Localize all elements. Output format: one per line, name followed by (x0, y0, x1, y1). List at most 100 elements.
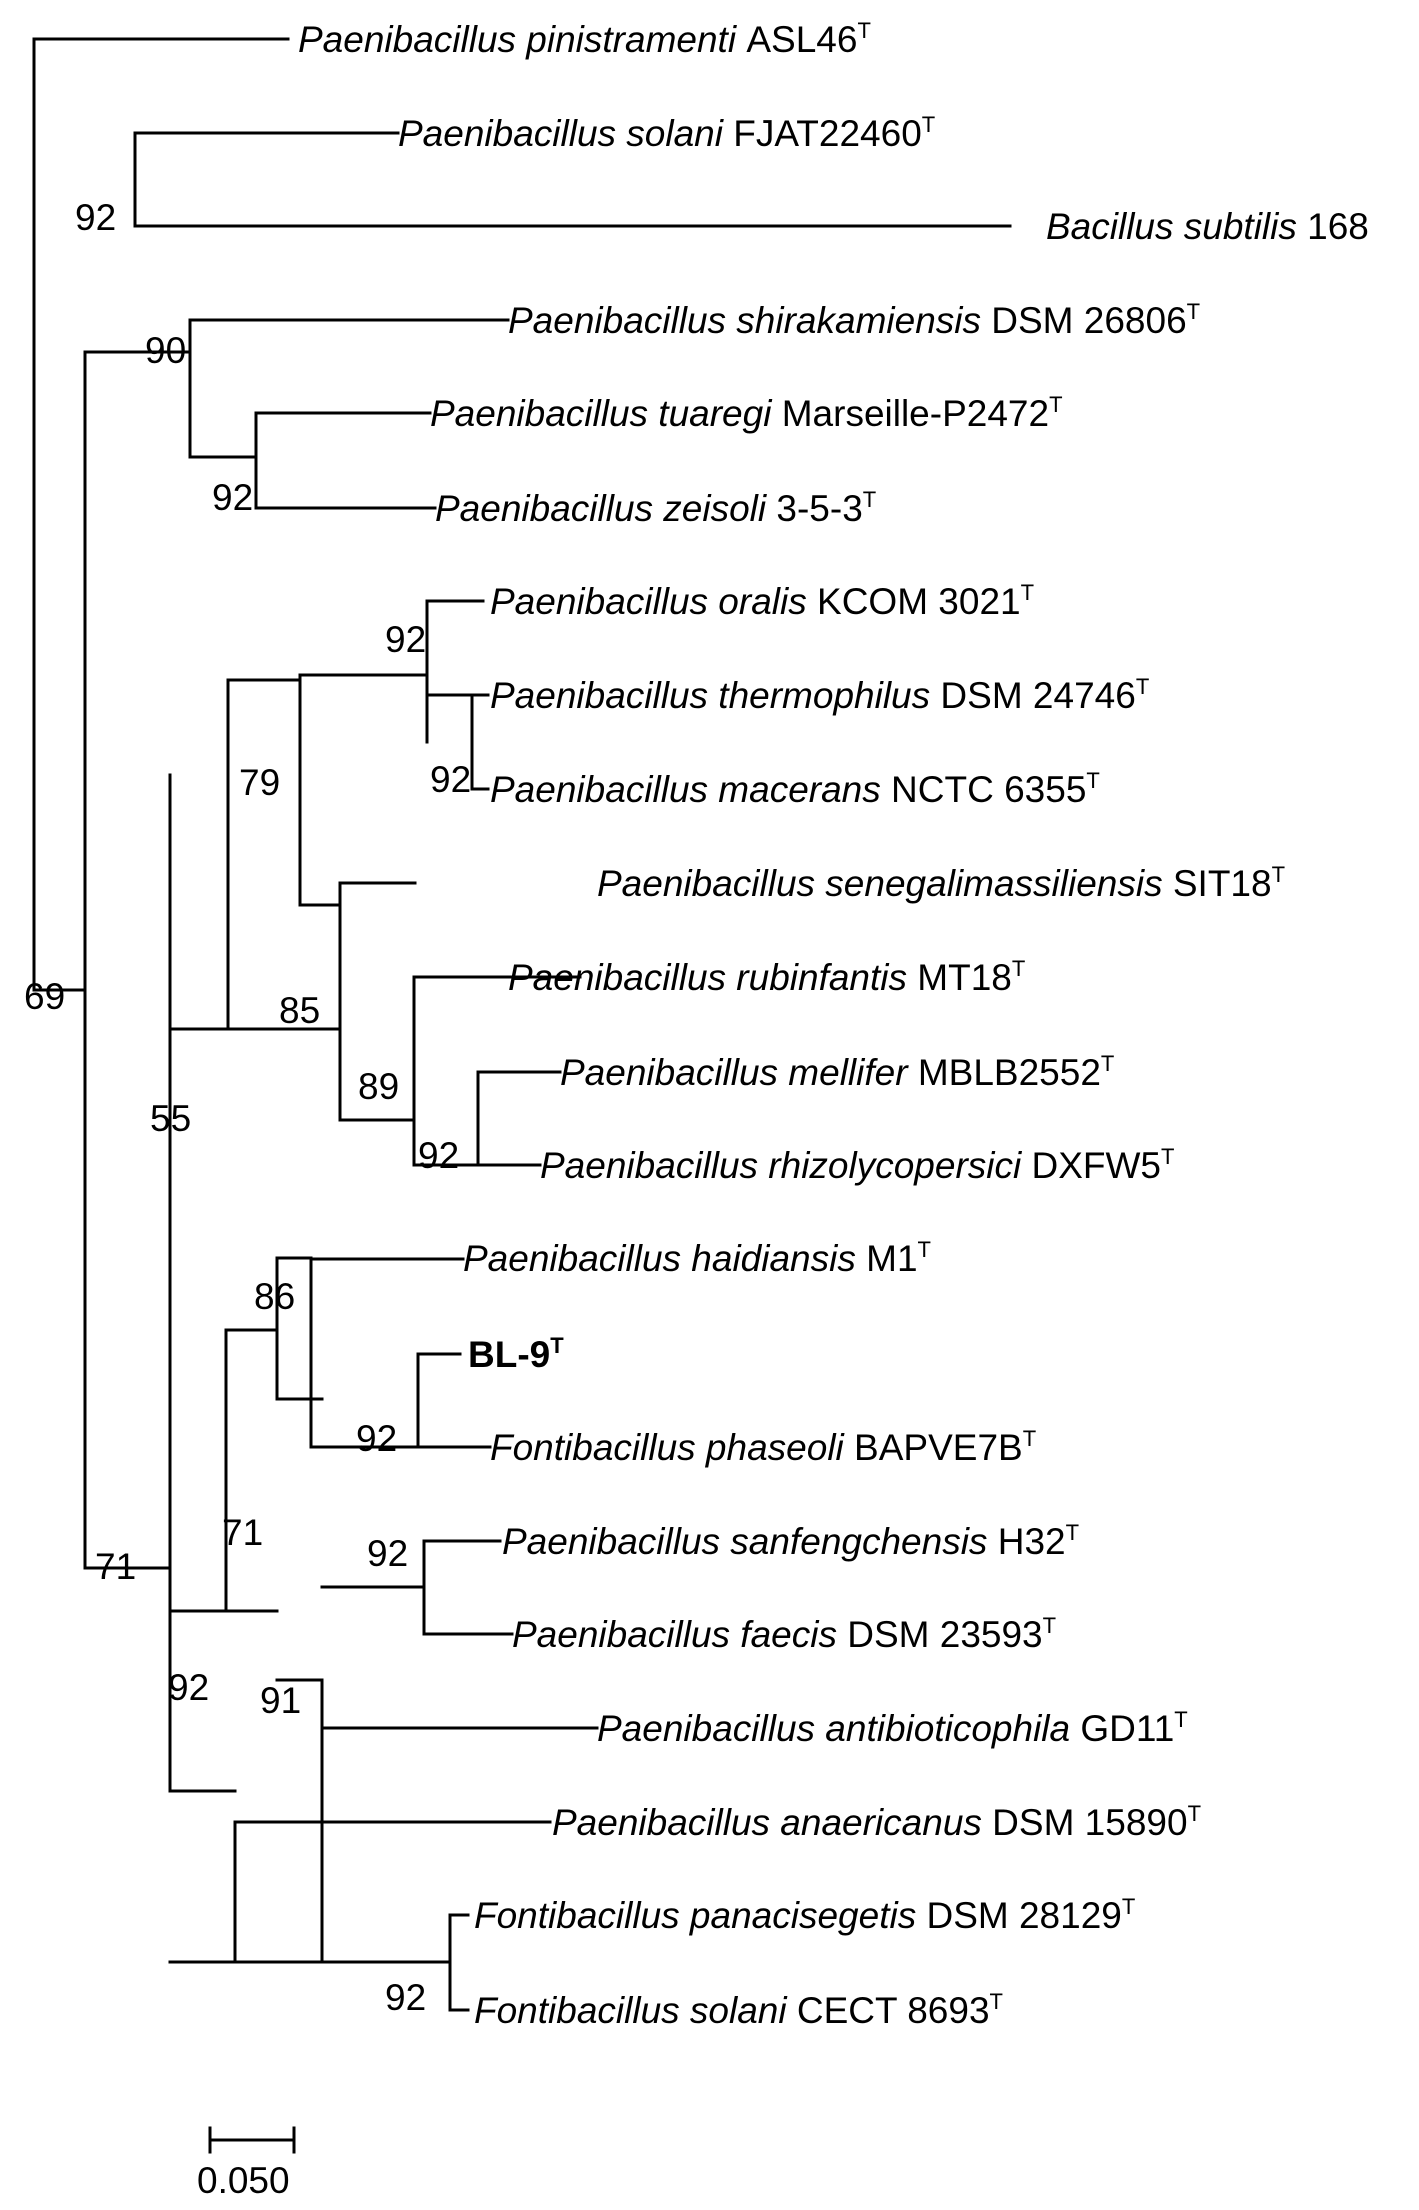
taxon-label: Paenibacillus oralis KCOM 3021T (490, 580, 1034, 622)
taxon-strain: CECT 8693 (797, 1990, 990, 2031)
taxon-strain: M1 (866, 1238, 917, 1279)
taxon-label: Paenibacillus thermophilus DSM 24746T (490, 674, 1149, 716)
bootstrap-value: 86 (254, 1276, 295, 1317)
taxon-strain: 168 (1307, 206, 1369, 247)
bootstrap-value: 92 (418, 1135, 459, 1176)
taxon-label: Paenibacillus faecis DSM 23593T (512, 1613, 1056, 1655)
taxon-label: Paenibacillus senegalimassiliensis SIT18… (597, 862, 1285, 904)
taxon-species-name: Paenibacillus solani (398, 113, 733, 154)
type-strain-marker: T (1066, 1520, 1079, 1545)
tree-branches (32, 37, 1012, 2012)
taxon-label: Fontibacillus panacisegetis DSM 28129T (474, 1894, 1135, 1936)
taxon-species-name: Fontibacillus panacisegetis (474, 1895, 926, 1936)
taxon-label: Paenibacillus zeisoli 3-5-3T (435, 487, 876, 529)
type-strain-marker: T (1043, 1613, 1056, 1638)
bootstrap-value: 92 (385, 1977, 426, 2018)
taxon-species-name: Paenibacillus anaericanus (552, 1802, 992, 1843)
type-strain-marker: T (1023, 1426, 1036, 1451)
type-strain-marker: T (1188, 1801, 1201, 1826)
scale-bar-label: 0.050 (197, 2160, 290, 2201)
taxon-strain: FJAT22460 (733, 113, 922, 154)
taxon-strain: MT18 (917, 957, 1012, 998)
taxon-strain: MBLB2552 (918, 1052, 1101, 1093)
taxon-strain: DSM 26806 (991, 300, 1186, 341)
taxon-strain: DSM 28129 (926, 1895, 1121, 1936)
taxon-strain: 3-5-3 (776, 488, 862, 529)
type-strain-marker: T (1021, 580, 1034, 605)
bootstrap-value: 55 (150, 1098, 191, 1139)
type-strain-marker: T (1174, 1707, 1187, 1732)
taxon-label: BL-9T (468, 1333, 564, 1375)
type-strain-marker: T (1122, 1894, 1135, 1919)
bootstrap-value: 90 (145, 330, 186, 371)
type-strain-marker: T (1161, 1144, 1174, 1169)
taxon-label: Bacillus subtilis 168 (1046, 206, 1369, 247)
type-strain-marker: T (1012, 956, 1025, 981)
bootstrap-value: 71 (222, 1512, 263, 1553)
taxon-label: Fontibacillus solani CECT 8693T (474, 1989, 1003, 2031)
type-strain-marker: T (1101, 1051, 1114, 1076)
taxon-species-name: Paenibacillus zeisoli (435, 488, 776, 529)
taxon-label: Paenibacillus sanfengchensis H32T (502, 1520, 1079, 1562)
bootstrap-value: 92 (212, 477, 253, 518)
taxon-species-name: Paenibacillus mellifer (560, 1052, 918, 1093)
taxon-label: Paenibacillus anaericanus DSM 15890T (552, 1801, 1201, 1843)
taxon-strain: DSM 24746 (940, 675, 1135, 716)
taxon-species-name: Paenibacillus faecis (512, 1614, 847, 1655)
bootstrap-value: 71 (95, 1546, 136, 1587)
type-strain-marker: T (857, 18, 870, 43)
type-strain-marker: T (1272, 862, 1285, 887)
bootstrap-value: 79 (239, 762, 280, 803)
taxon-species-name: Bacillus subtilis (1046, 206, 1307, 247)
taxon-label: Paenibacillus rubinfantis MT18T (508, 956, 1025, 998)
taxon-strain: DSM 23593 (847, 1614, 1042, 1655)
type-strain-marker: T (922, 112, 935, 137)
taxon-label: Paenibacillus solani FJAT22460T (398, 112, 935, 154)
type-strain-marker: T (990, 1989, 1003, 2014)
taxon-labels: Paenibacillus pinistramenti ASL46TPaenib… (298, 18, 1369, 2031)
taxon-strain: GD11 (1080, 1708, 1174, 1749)
taxon-species-name: Paenibacillus macerans (490, 769, 891, 810)
taxon-species-name: Paenibacillus pinistramenti (298, 19, 746, 60)
taxon-strain: SIT18 (1173, 863, 1272, 904)
bootstrap-value: 92 (356, 1418, 397, 1459)
taxon-label: Paenibacillus shirakamiensis DSM 26806T (508, 299, 1200, 341)
bootstrap-value: 69 (24, 976, 65, 1017)
type-strain-marker: T (550, 1333, 564, 1358)
taxon-strain: Marseille-P2472 (782, 393, 1049, 434)
type-strain-marker: T (1187, 299, 1200, 324)
type-strain-marker: T (863, 487, 876, 512)
bootstrap-value: 92 (367, 1533, 408, 1574)
taxon-label: Paenibacillus pinistramenti ASL46T (298, 18, 871, 60)
bootstrap-value: 89 (358, 1066, 399, 1107)
bootstrap-value: 91 (260, 1680, 301, 1721)
taxon-species-name: Paenibacillus sanfengchensis (502, 1521, 998, 1562)
bootstrap-value: 92 (385, 619, 426, 660)
taxon-label: Paenibacillus mellifer MBLB2552T (560, 1051, 1114, 1093)
taxon-strain: DXFW5 (1032, 1145, 1162, 1186)
taxon-species-name: Paenibacillus rubinfantis (508, 957, 917, 998)
taxon-species-name: Fontibacillus solani (474, 1990, 797, 2031)
bootstrap-values: 92 90 92 69 92 92 79 85 89 92 55 86 92 71 92 91 71 92 92 (24, 197, 471, 2018)
taxon-strain: DSM 15890 (992, 1802, 1187, 1843)
type-strain-marker: T (1086, 768, 1099, 793)
bootstrap-value: 92 (430, 759, 471, 800)
type-strain-marker: T (1049, 392, 1062, 417)
taxon-label: Paenibacillus haidiansis M1T (463, 1237, 931, 1279)
bootstrap-value: 85 (279, 990, 320, 1031)
taxon-species-name: Fontibacillus phaseoli (490, 1427, 854, 1468)
bootstrap-value: 92 (168, 1667, 209, 1708)
taxon-strain: BL-9 (468, 1334, 550, 1375)
taxon-label: Paenibacillus tuaregi Marseille-P2472T (430, 392, 1063, 434)
bootstrap-value: 92 (75, 197, 116, 238)
taxon-species-name: Paenibacillus thermophilus (490, 675, 940, 716)
taxon-strain: BAPVE7B (854, 1427, 1023, 1468)
taxon-species-name: Paenibacillus rhizolycopersici (540, 1145, 1032, 1186)
taxon-label: Paenibacillus macerans NCTC 6355T (490, 768, 1100, 810)
taxon-label: Paenibacillus antibioticophila GD11T (597, 1707, 1188, 1749)
taxon-species-name: Paenibacillus antibioticophila (597, 1708, 1080, 1749)
scale-bar: 0.050 (197, 2126, 296, 2201)
taxon-species-name: Paenibacillus haidiansis (463, 1238, 866, 1279)
taxon-label: Paenibacillus rhizolycopersici DXFW5T (540, 1144, 1174, 1186)
